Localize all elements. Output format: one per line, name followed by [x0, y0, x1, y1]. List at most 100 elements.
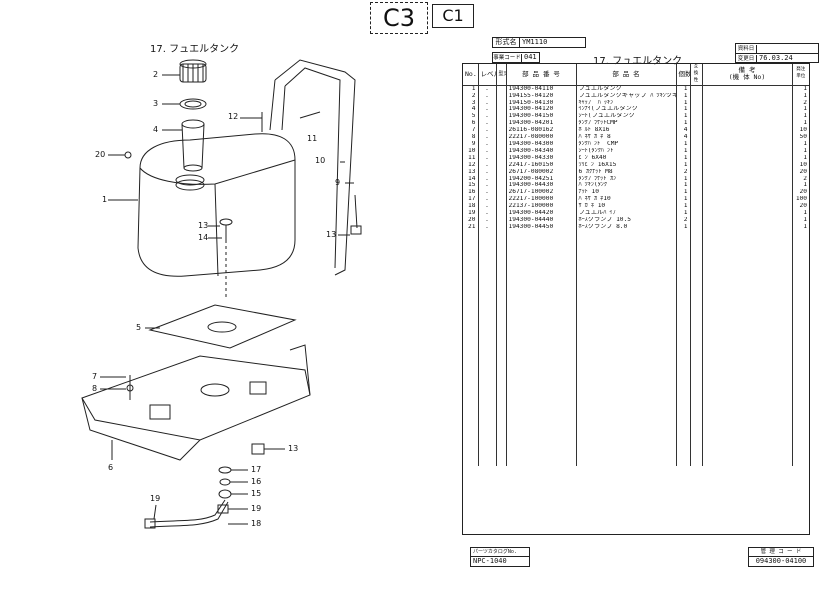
cell-empty	[463, 293, 478, 300]
cell-empty	[505, 375, 576, 383]
cell-empty	[575, 286, 676, 293]
cell-empty	[675, 286, 690, 293]
cell-empty	[477, 251, 496, 259]
filler-row	[463, 451, 809, 459]
cell-empty	[495, 334, 506, 342]
mgmt-label: 管 理 コ ー ド	[749, 548, 813, 557]
cell-empty	[495, 403, 506, 411]
filler-row	[463, 272, 809, 280]
filler-row	[463, 348, 809, 356]
col-remark-title: 備 考	[738, 66, 756, 75]
cell-empty	[689, 258, 702, 266]
cell-empty	[701, 175, 792, 183]
cell-empty	[575, 389, 676, 397]
cell-empty	[463, 431, 478, 438]
cell-name: ｼｰﾄ(ﾀﾝｸﾊﾞﾝﾄﾞ	[575, 147, 676, 155]
cell-empty	[575, 237, 676, 245]
callout-20b: 19	[251, 504, 262, 513]
cell-empty	[575, 258, 676, 266]
cell-empty	[701, 147, 792, 155]
cell-lvl: .	[477, 216, 496, 224]
cell-ord: 2	[791, 99, 809, 107]
cell-lvl: .	[477, 189, 496, 197]
cell-empty	[791, 348, 809, 356]
cell-lvl: .	[477, 168, 496, 176]
cell-lvl: .	[477, 120, 496, 128]
cell-empty	[689, 410, 702, 418]
cell-empty	[575, 244, 676, 252]
cell-lvl: .	[477, 210, 496, 217]
cell-empty	[463, 410, 478, 417]
cell-empty	[495, 203, 506, 211]
cell-empty	[689, 437, 702, 445]
cell-empty	[791, 417, 809, 425]
cell-empty	[495, 189, 506, 197]
filler-row	[463, 286, 809, 293]
cell-empty	[575, 410, 676, 418]
cell-empty	[477, 355, 496, 362]
cell-empty	[505, 251, 576, 259]
cell-empty	[495, 299, 506, 307]
cell-empty	[701, 389, 792, 397]
cell-empty	[689, 237, 702, 245]
cell-qty: 1	[675, 189, 690, 197]
cell-empty	[495, 216, 506, 224]
cell-lvl: .	[477, 99, 496, 107]
cell-empty	[477, 272, 496, 280]
cell-empty	[701, 127, 792, 135]
cell-empty	[463, 369, 478, 376]
cell-empty	[463, 307, 478, 314]
cell-empty	[701, 327, 792, 335]
cell-lvl: .	[477, 161, 496, 169]
cell-empty	[477, 341, 496, 349]
catalog-label: パーツカタログNo.	[471, 548, 529, 557]
cell-empty	[575, 355, 676, 362]
cell-lvl: .	[477, 140, 496, 148]
cell-empty	[463, 327, 478, 334]
cell-empty	[505, 451, 576, 459]
cell-qty: 1	[675, 147, 690, 155]
cell-empty	[463, 245, 478, 252]
cell-empty	[675, 437, 690, 445]
callout-5: 5	[136, 323, 142, 332]
cell-empty	[495, 106, 506, 114]
cell-ord: 100	[791, 196, 809, 204]
cell-empty	[675, 279, 690, 286]
filler-row	[463, 389, 809, 397]
cell-empty	[701, 210, 792, 217]
cell-name: ﾀﾝｸﾌﾞﾗｹｯﾄ ｶﾝ	[575, 175, 676, 183]
parts-table-frame: No. レベル 型式 部 品 番 号 部 品 名 個数 互換性 備 考 (機 体…	[462, 63, 810, 535]
cell-empty	[689, 216, 702, 224]
cell-empty	[463, 403, 478, 410]
cell-empty	[477, 327, 496, 335]
cell-empty	[495, 265, 506, 273]
cell-empty	[689, 251, 702, 259]
cell-empty	[463, 279, 478, 286]
cell-empty	[689, 299, 702, 307]
code-value: 041	[524, 53, 537, 61]
cell-empty	[791, 313, 809, 321]
filler-row	[463, 368, 809, 376]
cell-empty	[495, 244, 506, 252]
cell-empty	[463, 265, 478, 272]
cell-empty	[791, 444, 809, 452]
callout-18: 17	[251, 465, 262, 474]
cell-empty	[701, 140, 792, 148]
cell-no: 1	[471, 85, 476, 92]
cell-empty	[575, 451, 676, 459]
cell-empty	[463, 424, 478, 431]
cell-empty	[505, 292, 576, 300]
cell-pn: 194300-04430	[505, 182, 576, 190]
cell-lvl: .	[477, 223, 496, 231]
filler-row	[463, 341, 809, 349]
cell-empty	[701, 279, 792, 286]
cell-no: 6	[471, 120, 476, 127]
cell-empty	[791, 272, 809, 280]
cell-empty	[689, 120, 702, 128]
